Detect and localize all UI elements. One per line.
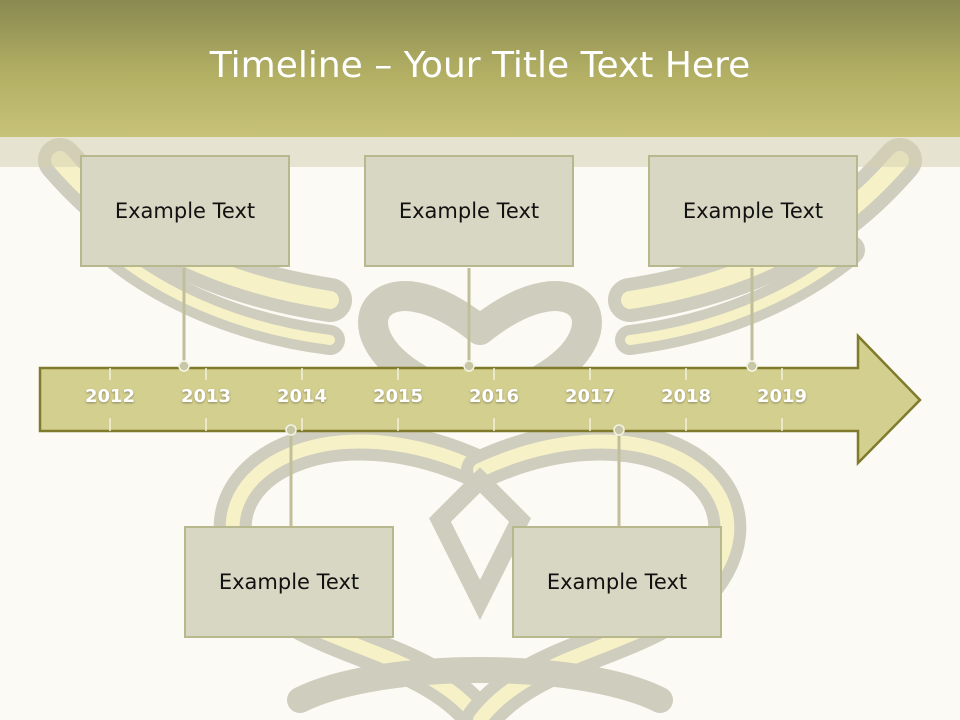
year-label-2016: 2016: [468, 386, 520, 407]
callout-box-top-2[interactable]: Example Text: [364, 155, 574, 267]
callout-box-top-3[interactable]: Example Text: [648, 155, 858, 267]
callout-text: Example Text: [218, 570, 360, 594]
callout-text: Example Text: [114, 199, 256, 223]
callout-box-bottom-2[interactable]: Example Text: [512, 526, 722, 638]
timeline-arrow: [38, 332, 922, 467]
year-label-2015: 2015: [372, 386, 424, 407]
callout-text: Example Text: [546, 570, 688, 594]
connector-dot: [178, 360, 190, 372]
callout-box-bottom-1[interactable]: Example Text: [184, 526, 394, 638]
year-label-2019: 2019: [756, 386, 808, 407]
year-label-2017: 2017: [564, 386, 616, 407]
year-label-2012: 2012: [84, 386, 136, 407]
connector-dot: [613, 424, 625, 436]
connector-dot: [463, 360, 475, 372]
callout-text: Example Text: [398, 199, 540, 223]
connector-dot: [285, 424, 297, 436]
year-label-2014: 2014: [276, 386, 328, 407]
year-label-2018: 2018: [660, 386, 712, 407]
slide-title[interactable]: Timeline – Your Title Text Here: [209, 45, 751, 86]
connector-dot: [746, 360, 758, 372]
callout-box-top-1[interactable]: Example Text: [80, 155, 290, 267]
year-label-2013: 2013: [180, 386, 232, 407]
callout-text: Example Text: [682, 199, 824, 223]
title-bar: [0, 0, 960, 137]
